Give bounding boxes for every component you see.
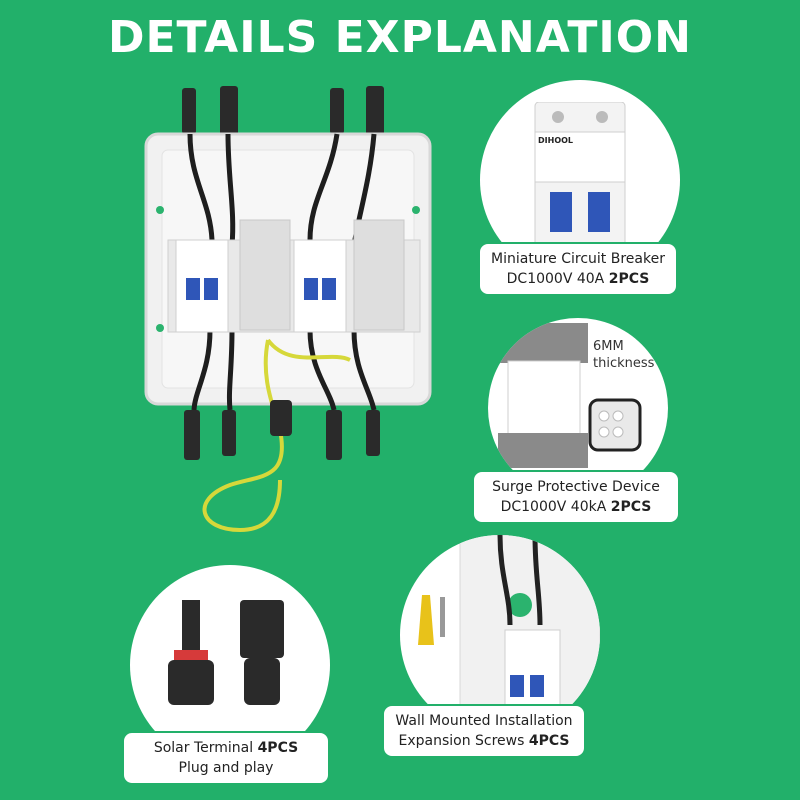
spd-spec: DC1000V 40kA	[500, 499, 611, 515]
page-title: DETAILS EXPLANATION	[107, 12, 693, 63]
terminal-label: Solar Terminal 4PCS Plug and play	[122, 731, 330, 785]
terminal-subtitle: Plug and play	[178, 760, 274, 776]
wall-circle	[400, 535, 600, 735]
spd-circle: 6MM thickness	[488, 318, 668, 498]
top-connectors	[182, 86, 384, 136]
terminal-title-line: Solar Terminal 4PCS	[134, 738, 318, 758]
mcb-image	[534, 102, 626, 252]
wall-subtitle-line: Expansion Screws 4PCS	[394, 731, 574, 751]
bottom-connectors	[184, 400, 380, 460]
combiner-box-illustration	[144, 86, 432, 533]
terminal-qty: 4PCS	[257, 740, 299, 756]
solar-terminal-image	[168, 600, 284, 705]
mcb-brand: DIHOOL	[538, 136, 574, 145]
spd-spec-line: DC1000V 40kA 2PCS	[484, 497, 668, 517]
mcb-label: Miniature Circuit Breaker DC1000V 40A 2P…	[478, 242, 678, 296]
terminal-title: Solar Terminal	[153, 740, 258, 756]
wall-subtitle: Expansion Screws	[398, 733, 529, 749]
thickness-note-line2: thickness	[593, 356, 655, 371]
thickness-note-line1: 6MM	[593, 339, 624, 354]
din-modules	[167, 219, 421, 333]
mcb-spec-line: DC1000V 40A 2PCS	[490, 269, 666, 289]
mcb-spec: DC1000V 40A	[506, 271, 609, 287]
spd-image	[498, 323, 588, 468]
thickness-note: 6MM thickness	[593, 338, 654, 372]
mcb-title: Miniature Circuit Breaker	[491, 251, 665, 267]
mcb-qty: 2PCS	[608, 271, 650, 287]
spd-label: Surge Protective Device DC1000V 40kA 2PC…	[472, 470, 680, 524]
spd-title: Surge Protective Device	[492, 479, 660, 495]
spd-qty: 2PCS	[610, 499, 652, 515]
wall-qty: 4PCS	[528, 733, 570, 749]
wall-mount-image	[418, 535, 600, 735]
thickness-sample-image	[588, 398, 642, 452]
wall-label: Wall Mounted Installation Expansion Scre…	[382, 704, 586, 758]
wall-title: Wall Mounted Installation	[395, 713, 573, 729]
